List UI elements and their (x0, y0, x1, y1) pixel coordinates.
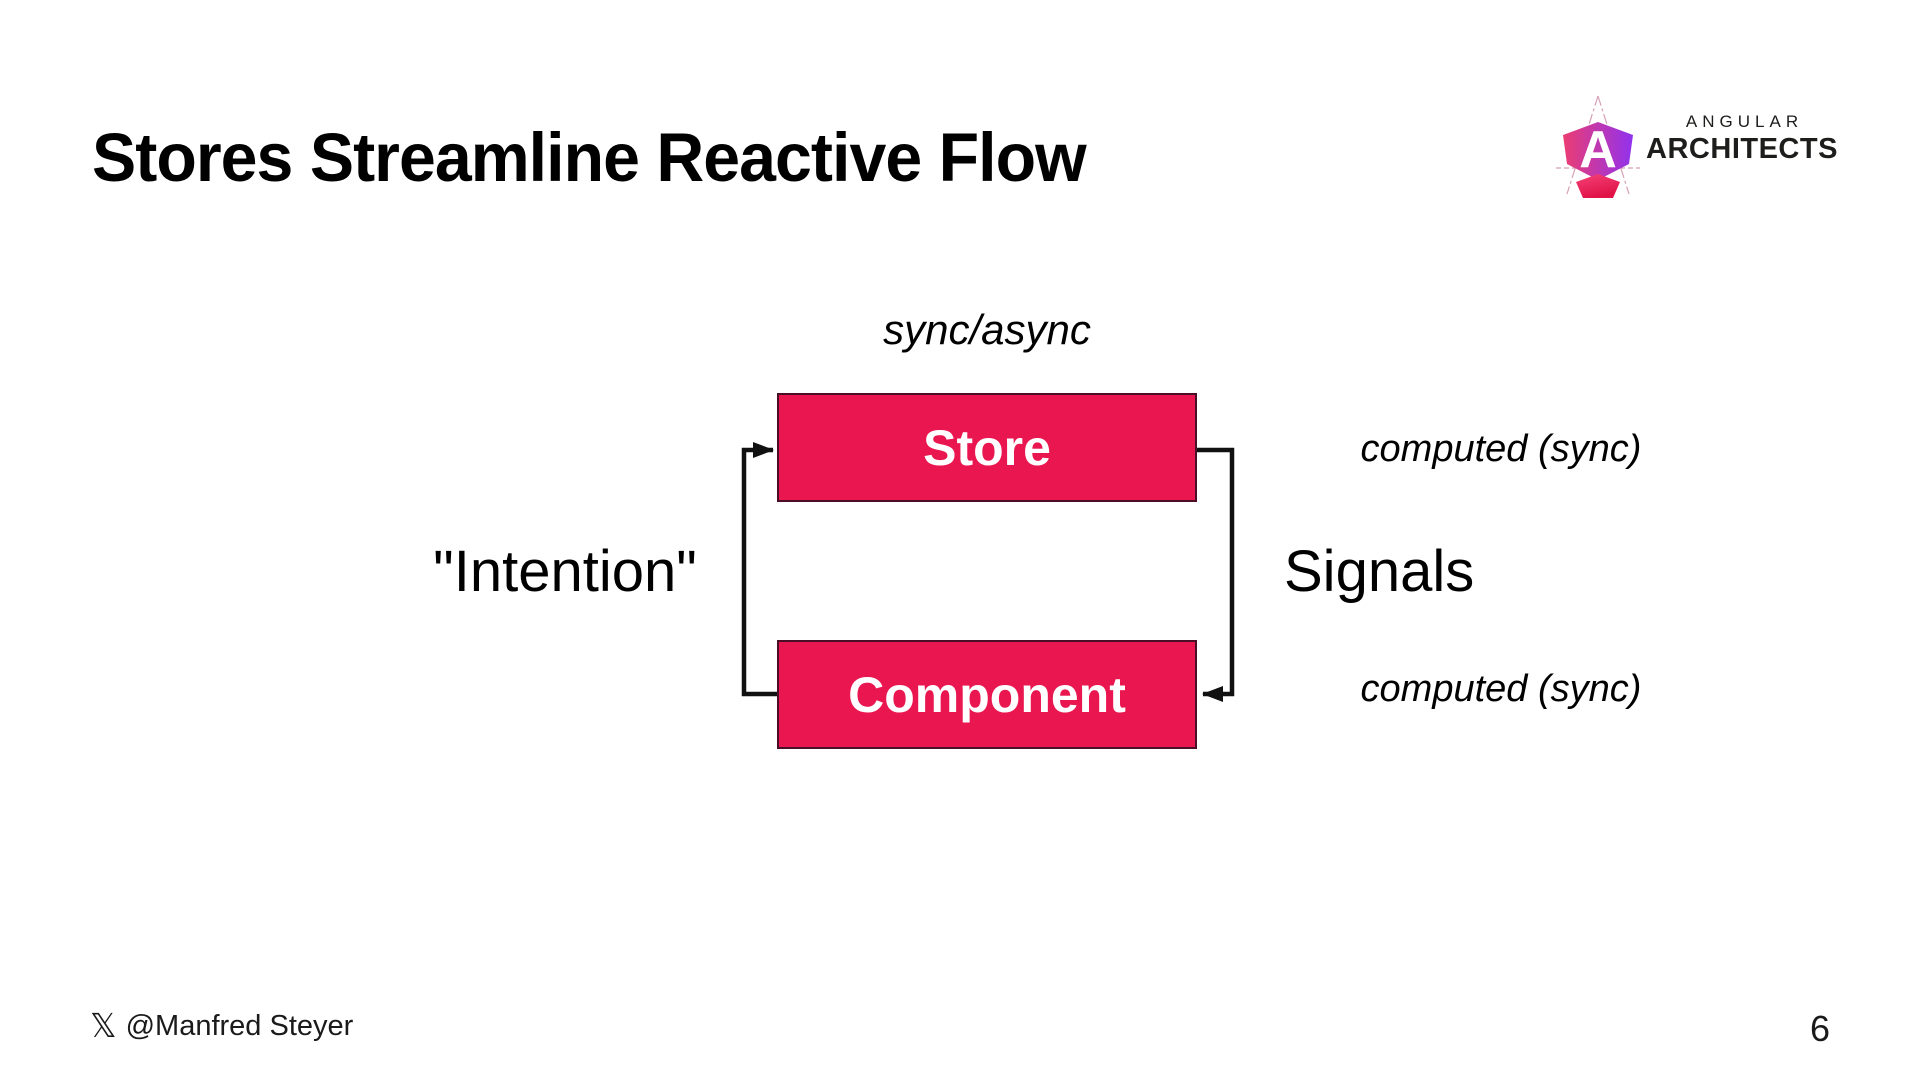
footer-x-handle: @Manfred Steyer (125, 1010, 354, 1042)
computed-sync-top-label: computed (sync) (1360, 428, 1642, 470)
store-label: Store (923, 419, 1051, 476)
angular-architects-mark-icon: A (1556, 95, 1640, 198)
computed-sync-bottom-label: computed (sync) (1360, 668, 1642, 710)
signals-label: Signals (1284, 539, 1475, 604)
angular-architects-logo: A ANGULAR ARCHITECTS (1552, 88, 1852, 208)
logo-mark-letter: A (1579, 121, 1617, 179)
page-number: 6 (1809, 1008, 1831, 1049)
component-label: Component (848, 666, 1126, 723)
x-icon: 𝕏 (90, 1006, 117, 1045)
logo-brand-top: ANGULAR (1685, 112, 1804, 131)
intention-label: "Intention" (433, 539, 697, 604)
footer: 𝕏 @Manfred Steyer (90, 1006, 353, 1046)
component-box: Component (777, 640, 1197, 749)
page-title: Stores Streamline Reactive Flow (92, 119, 1087, 196)
store-box: Store (777, 393, 1197, 502)
sync-async-label: sync/async (883, 306, 1091, 353)
signals-arrow (1197, 447, 1235, 702)
logo-brand-bottom: ARCHITECTS (1646, 133, 1838, 165)
logo-wordmark: ANGULAR ARCHITECTS (1640, 112, 1844, 164)
